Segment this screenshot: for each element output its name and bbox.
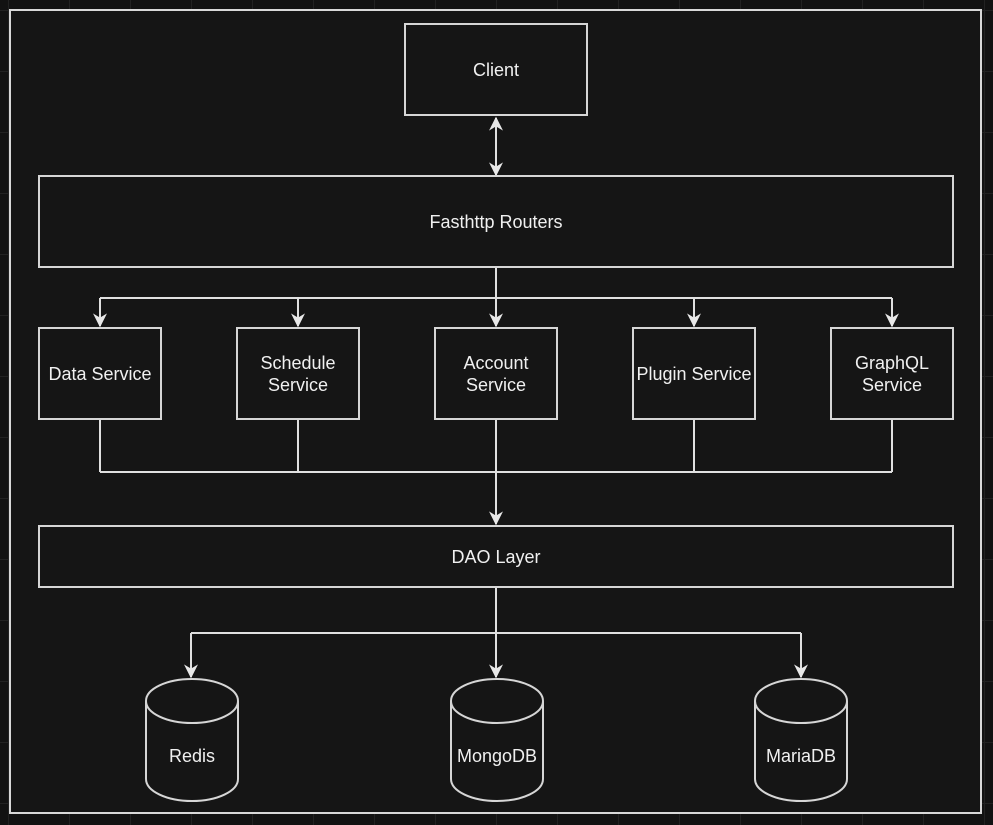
redis-database[interactable]: Redis [144,677,240,803]
mariadb-label: MariaDB [765,746,836,766]
schedule-service-node[interactable]: Schedule Service [236,327,360,420]
database-cylinder-icon [450,678,544,802]
redis-label: Redis [168,746,216,766]
fasthttp-routers-node[interactable]: Fasthttp Routers [38,175,954,268]
graphql-service-label: GraphQL Service [854,352,930,395]
mariadb-database[interactable]: MariaDB [753,677,849,803]
database-cylinder-icon [145,678,239,802]
plugin-service-label: Plugin Service [636,363,752,384]
mongodb-label: MongoDB [456,746,538,766]
data-service-label: Data Service [48,363,152,384]
dao-layer-node[interactable]: DAO Layer [38,525,954,588]
client-node[interactable]: Client [404,23,588,116]
plugin-service-node[interactable]: Plugin Service [632,327,756,420]
schedule-service-label: Schedule Service [260,352,336,395]
graphql-service-node[interactable]: GraphQL Service [830,327,954,420]
mongodb-database[interactable]: MongoDB [449,677,545,803]
data-service-node[interactable]: Data Service [38,327,162,420]
dao-label: DAO Layer [451,546,541,567]
account-service-node[interactable]: Account Service [434,327,558,420]
routers-label: Fasthttp Routers [429,211,563,232]
account-service-label: Account Service [463,352,529,395]
database-cylinder-icon [754,678,848,802]
client-label: Client [472,59,520,80]
